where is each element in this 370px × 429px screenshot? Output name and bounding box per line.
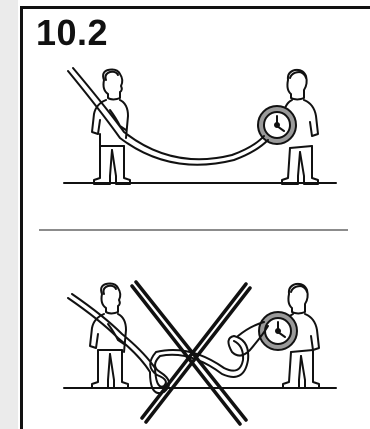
hose-line <box>68 68 268 165</box>
hose-reel-icon <box>258 106 296 144</box>
incorrect-method-figure <box>64 282 336 424</box>
correct-method-figure <box>64 68 336 184</box>
person-left-icon <box>90 284 128 389</box>
